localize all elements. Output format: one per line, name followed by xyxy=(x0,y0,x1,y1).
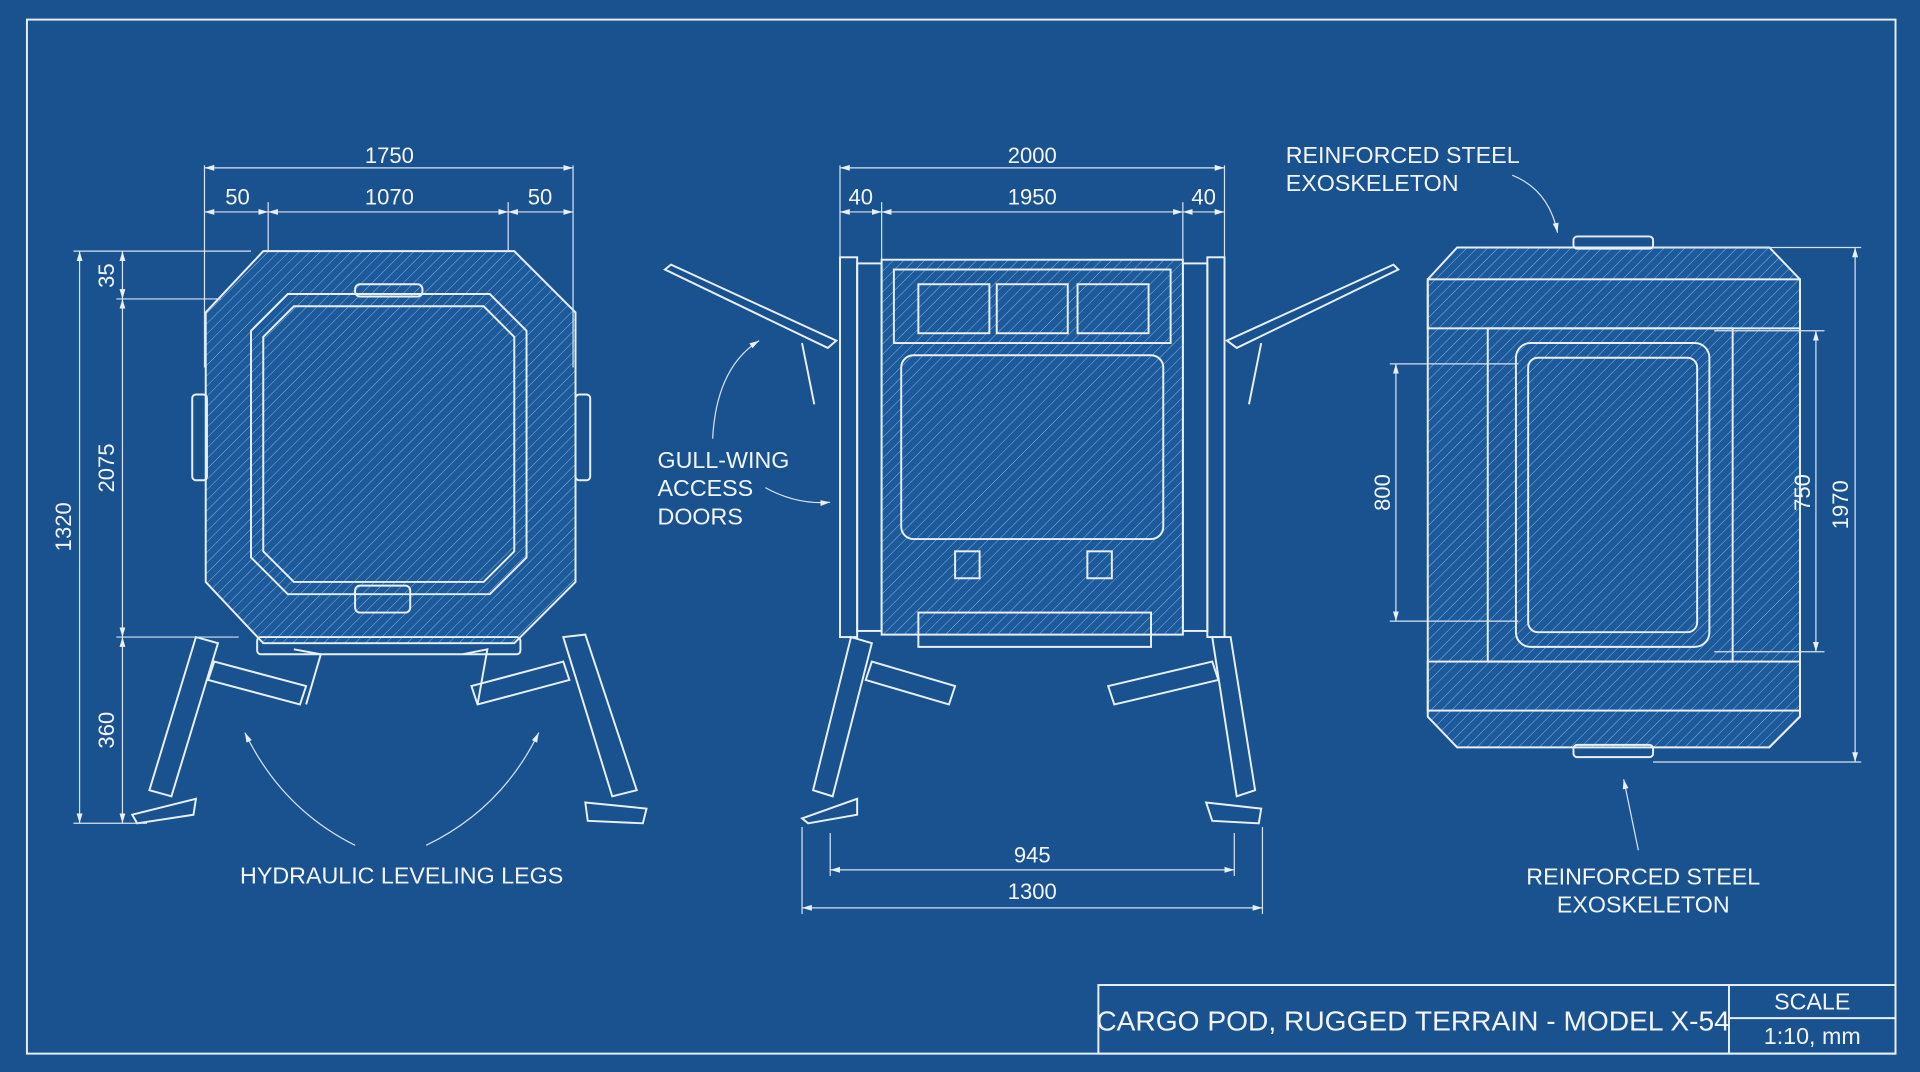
dim-50-right: 50 xyxy=(528,185,553,210)
dim-800: 800 xyxy=(1370,474,1395,511)
top-view: 800 750 1970 REINFORCED STEEL EXOSKELETO… xyxy=(1286,142,1862,918)
dim-40-right: 40 xyxy=(1191,185,1216,210)
label-exoskeleton-bottom-2: EXOSKELETON xyxy=(1557,892,1730,918)
label-gull-wing-1: GULL-WING xyxy=(658,447,790,473)
label-exoskeleton-top-1: REINFORCED STEEL xyxy=(1286,142,1520,168)
dim-360: 360 xyxy=(94,712,119,749)
drawing-title: CARGO POD, RUGGED TERRAIN - MODEL X-54 xyxy=(1096,1004,1729,1036)
title-block: CARGO POD, RUGGED TERRAIN - MODEL X-54 S… xyxy=(1096,984,1897,1055)
dim-1750: 1750 xyxy=(365,143,414,168)
side-legs xyxy=(800,635,1263,825)
dim-40-left: 40 xyxy=(849,185,874,210)
side-view: 2000 40 1950 40 945 1300 GULL-WING ACCES… xyxy=(658,143,1401,914)
dim-1300: 1300 xyxy=(1008,879,1057,904)
scale-value: 1:10, mm xyxy=(1764,1023,1861,1049)
scale-label: SCALE xyxy=(1774,989,1850,1015)
dim-50-left: 50 xyxy=(225,185,250,210)
label-gull-wing-2: ACCESS xyxy=(658,475,754,501)
dim-1950: 1950 xyxy=(1008,185,1057,210)
dim-2000: 2000 xyxy=(1008,143,1057,168)
dim-35: 35 xyxy=(94,263,119,288)
dim-1070: 1070 xyxy=(365,185,414,210)
dim-1970: 1970 xyxy=(1828,480,1853,529)
dim-750: 750 xyxy=(1790,474,1815,511)
dim-945: 945 xyxy=(1014,842,1051,867)
leg-right xyxy=(462,633,648,825)
leg-left xyxy=(130,635,323,825)
front-view: 1750 50 1070 50 35 2075 1320 360 HYDRAUL… xyxy=(51,143,648,888)
pod-body-side xyxy=(880,258,1184,636)
label-gull-wing-3: DOORS xyxy=(658,503,743,529)
dim-1320: 1320 xyxy=(51,502,76,551)
label-exoskeleton-bottom-1: REINFORCED STEEL xyxy=(1526,864,1760,890)
dim-2075: 2075 xyxy=(94,443,119,492)
label-hydraulic-legs: HYDRAULIC LEVELING LEGS xyxy=(240,862,563,888)
label-exoskeleton-top-2: EXOSKELETON xyxy=(1286,170,1459,196)
sheet-border xyxy=(25,18,1897,1055)
gull-wing-door-left xyxy=(663,263,839,405)
gull-wing-door-right xyxy=(1225,263,1401,405)
